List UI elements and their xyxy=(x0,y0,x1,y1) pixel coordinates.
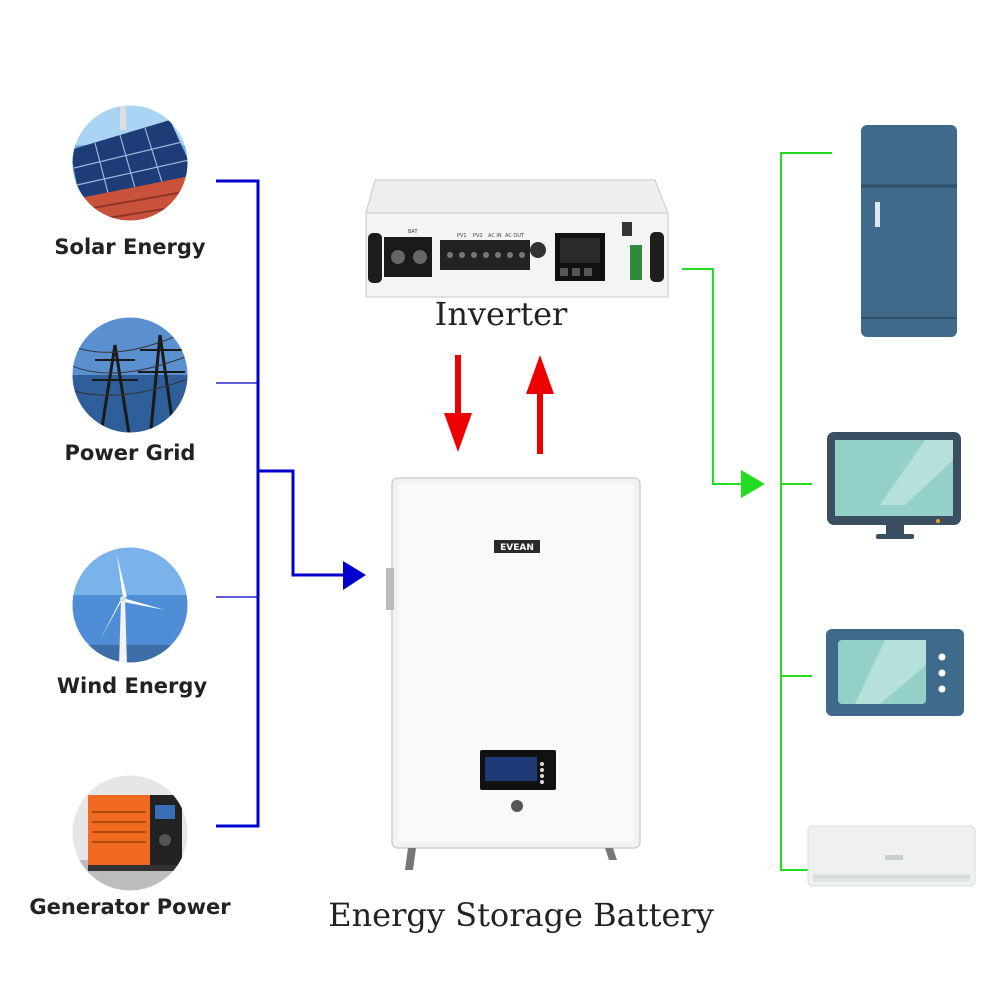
inverter-to-battery-arrow xyxy=(444,355,472,452)
load-arrow xyxy=(741,470,765,498)
load-bus-line xyxy=(682,152,832,871)
power-pylon-icon xyxy=(72,317,188,433)
inverter-indicator: PV2 xyxy=(473,233,483,239)
television-icon xyxy=(827,432,961,539)
inverter-label: Inverter xyxy=(434,295,568,333)
battery-label: Energy Storage Battery xyxy=(328,896,714,934)
battery-unit: EVEAN xyxy=(386,477,641,870)
inverter-indicator: AC OUT xyxy=(505,233,525,239)
air-conditioner-icon xyxy=(807,825,976,887)
source-label-generator: Generator Power xyxy=(29,895,231,919)
generator-icon xyxy=(72,775,188,891)
solar-panel-icon xyxy=(72,105,188,221)
refrigerator-icon xyxy=(861,125,957,337)
wind-turbine-icon xyxy=(72,547,188,663)
battery-brand: EVEAN xyxy=(500,543,534,553)
inverter-unit: BAT PV1 PV2 AC IN AC OUT xyxy=(365,179,669,298)
source-label-grid: Power Grid xyxy=(64,441,196,465)
source-label-wind: Wind Energy xyxy=(56,674,208,698)
battery-to-inverter-arrow xyxy=(526,355,554,454)
inverter-indicator: AC IN xyxy=(488,233,502,239)
inverter-indicator: PV1 xyxy=(457,233,467,239)
inverter-indicator: BAT xyxy=(408,229,418,235)
microwave-icon xyxy=(826,629,964,716)
source-label-solar: Solar Energy xyxy=(54,235,206,259)
source-arrow xyxy=(343,561,366,590)
source-bus-line xyxy=(216,179,345,828)
